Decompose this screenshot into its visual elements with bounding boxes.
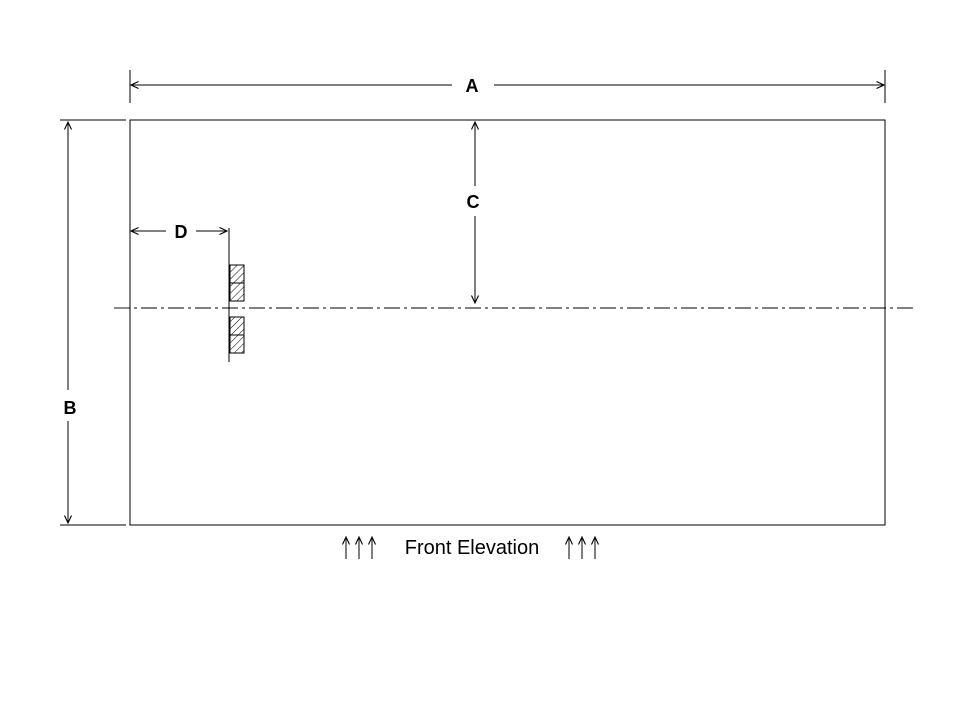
dimension-c: C xyxy=(467,120,480,305)
dim-label-c: C xyxy=(467,192,480,212)
dimension-a: A xyxy=(129,70,886,103)
caption-up-arrows-right-icon xyxy=(565,535,599,559)
dimension-d: D xyxy=(129,222,230,362)
dim-label-d: D xyxy=(175,222,188,242)
nozzle-detail xyxy=(229,264,245,354)
elevation-outline xyxy=(129,119,886,526)
caption-up-arrows-left-icon xyxy=(342,535,376,559)
caption-group: Front Elevation xyxy=(342,535,599,559)
dim-label-a: A xyxy=(466,76,479,96)
caption-text: Front Elevation xyxy=(405,537,540,559)
dimension-b: B xyxy=(60,119,126,526)
dim-label-b: B xyxy=(64,398,77,418)
